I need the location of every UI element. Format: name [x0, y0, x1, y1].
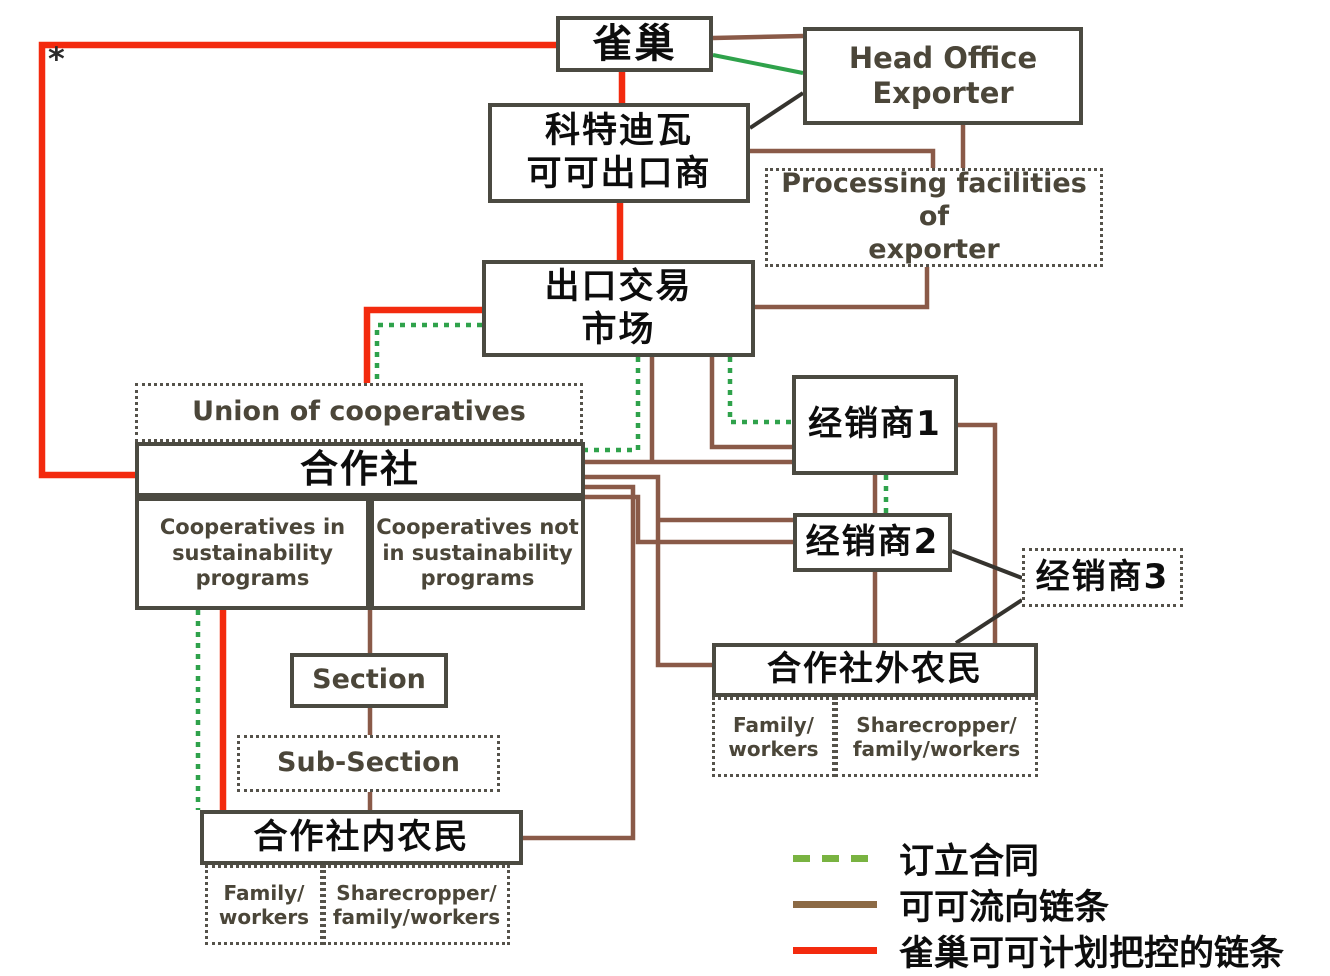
- node-export-market: 出口交易 市场: [482, 260, 755, 357]
- node-sub-section: Sub-Section: [237, 735, 500, 792]
- edge-green-dashed-7: [727, 357, 792, 425]
- node-farmers-inside-coop: 合作社内农民: [200, 810, 523, 865]
- node-farmers-inside-family-workers: Family/ workers: [205, 865, 323, 945]
- edge-red-3: [363, 306, 482, 385]
- legend-item-brown: 可可流向链条: [793, 884, 1284, 928]
- edge-red-0: [38, 41, 557, 479]
- edge-brown-23: [958, 422, 998, 643]
- legend-item-red: 雀巢可可计划把控的链条: [793, 930, 1284, 974]
- edge-black-29: [951, 549, 1023, 580]
- edge-green-dashed-5: [374, 322, 482, 385]
- node-nestle: 雀巢: [556, 16, 713, 72]
- edge-brown-17: [585, 474, 712, 668]
- node-coop-not-sustainability: Cooperatives not in sustainability progr…: [370, 497, 585, 610]
- legend-brown-line-sample: [793, 900, 877, 908]
- legend-green-dashed-line-sample: [793, 854, 877, 862]
- edge-black-28: [748, 91, 805, 130]
- node-dealer-3: 经销商3: [1022, 548, 1183, 607]
- legend-label: 可可流向链条: [899, 887, 1110, 928]
- node-farmers-outside-family-workers: Family/ workers: [712, 697, 835, 777]
- node-dealer-2: 经销商2: [793, 513, 952, 572]
- edge-black-30: [954, 598, 1024, 645]
- legend-label: 订立合同: [899, 841, 1040, 882]
- node-union-of-cooperatives: Union of cooperatives: [135, 383, 583, 442]
- node-processing-facilities: Processing facilities of exporter: [765, 168, 1103, 267]
- edge-brown-13: [755, 267, 930, 310]
- legend-label: 雀巢可可计划把控的链条: [899, 933, 1285, 974]
- node-coop-in-sustainability: Cooperatives in sustainability programs: [135, 497, 370, 610]
- node-dealer-1: 经销商1: [792, 375, 958, 475]
- node-cooperative: 合作社: [135, 442, 585, 497]
- node-civ-cocoa-exporter: 科特迪瓦 可可出口商: [488, 103, 750, 203]
- edge-green-27: [712, 53, 804, 75]
- legend: 订立合同可可流向链条雀巢可可计划把控的链条: [793, 838, 1284, 976]
- node-section: Section: [290, 653, 448, 708]
- edge-brown-11: [750, 148, 936, 168]
- edge-brown-20: [523, 484, 636, 841]
- edge-brown-10: [712, 33, 804, 41]
- node-farmers-outside-coop: 合作社外农民: [712, 643, 1038, 697]
- edge-brown-16: [709, 357, 792, 450]
- node-farmers-outside-sharecropper: Sharecropper/ family/workers: [835, 697, 1038, 777]
- legend-item-green-dashed: 订立合同: [793, 838, 1284, 882]
- node-head-office-exporter: Head Office Exporter: [803, 27, 1083, 125]
- asterisk-marker: *: [48, 40, 65, 78]
- edge-green-dashed-6: [585, 357, 641, 453]
- edge-brown-19: [585, 494, 793, 545]
- legend-red-line-sample: [793, 946, 877, 954]
- node-farmers-inside-sharecropper: Sharecropper/ family/workers: [323, 865, 510, 945]
